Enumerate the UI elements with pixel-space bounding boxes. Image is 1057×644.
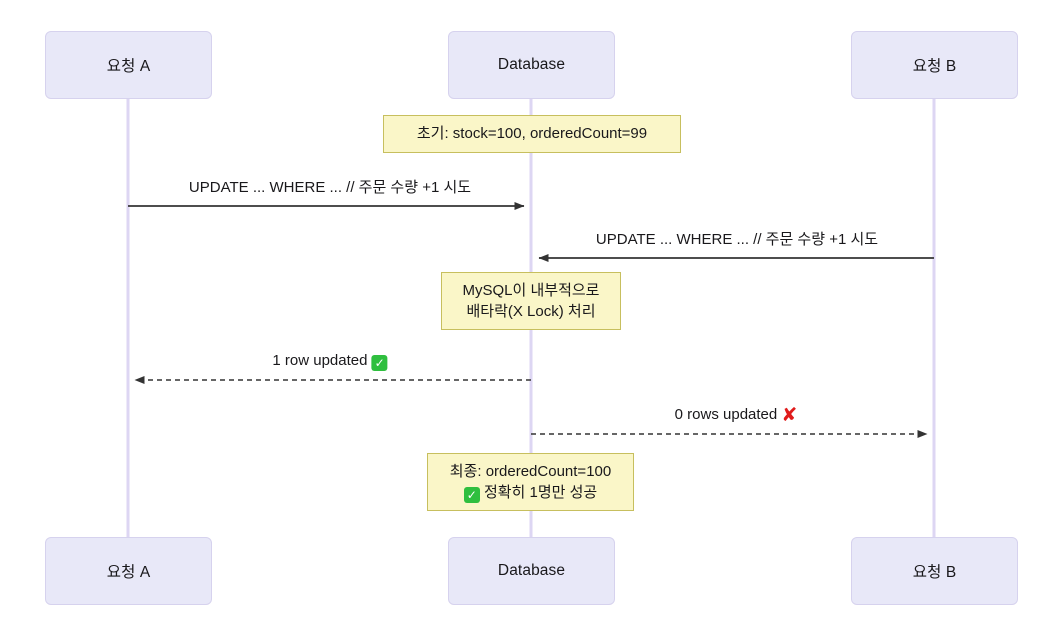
actor-box-a-bottom[interactable]: 요청 A [45,537,212,605]
actor-label-db-bottom: Database [497,562,566,579]
message-label-3-text: 1 row updated [272,352,368,369]
message-label-4: 0 rows updated ✘ [675,406,798,425]
message-label-3: 1 row updated ✓ [272,352,388,371]
actor-label-a-top: 요청 A [106,58,151,75]
actor-label-db-top: Database [497,56,566,73]
note-final-line-2: ✓ 정확히 1명만 성공 [463,482,598,503]
check-icon: ✓ [371,355,388,371]
note-initial-line-1: 초기: stock=100, orderedCount=99 [416,125,648,143]
note-initial-state: 초기: stock=100, orderedCount=99 [383,115,681,153]
note-final-line-2-text: 정확히 1명만 성공 [483,484,598,501]
note-final-line-1: 최종: orderedCount=100 [449,462,612,480]
message-label-4-text: 0 rows updated [674,406,778,423]
note-xlock-line-1: MySQL이 내부적으로 [462,281,600,299]
actor-box-db-top[interactable]: Database [448,31,615,99]
message-label-1: UPDATE ... WHERE ... // 주문 수량 +1 시도 [188,179,472,196]
actor-label-a-bottom: 요청 A [106,564,151,581]
actor-box-db-bottom[interactable]: Database [448,537,615,605]
note-final-state: 최종: orderedCount=100 ✓ 정확히 1명만 성공 [427,453,634,511]
check-icon: ✓ [463,487,480,503]
note-xlock: MySQL이 내부적으로 배타락(X Lock) 처리 [441,272,621,330]
actor-label-b-bottom: 요청 B [912,564,957,581]
actor-box-a-top[interactable]: 요청 A [45,31,212,99]
actor-box-b-top[interactable]: 요청 B [851,31,1018,99]
cross-icon: ✘ [781,405,798,426]
message-label-2: UPDATE ... WHERE ... // 주문 수량 +1 시도 [595,231,879,248]
note-xlock-line-2: 배타락(X Lock) 처리 [466,303,596,320]
actor-label-b-top: 요청 B [912,58,957,75]
actor-box-b-bottom[interactable]: 요청 B [851,537,1018,605]
